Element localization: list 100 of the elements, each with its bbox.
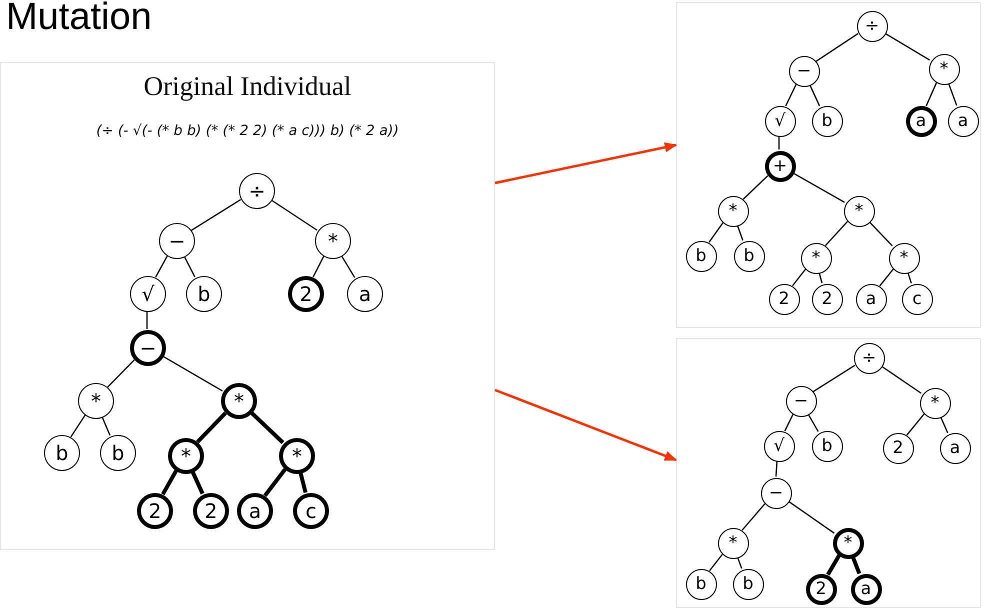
tree-node: * <box>221 383 257 419</box>
tree-branch <box>146 311 148 329</box>
tree-node: b <box>686 240 716 272</box>
tree-branch <box>880 365 922 394</box>
tree-node: ÷ <box>854 342 884 374</box>
tree-node: 2 <box>288 276 324 312</box>
tree-branch <box>792 268 806 286</box>
tree-branch <box>778 136 780 150</box>
tree-branch <box>161 470 178 496</box>
tree-branch <box>808 84 820 106</box>
tree-node: 2 <box>812 284 842 314</box>
tree-node: ÷ <box>856 10 888 42</box>
tree-node: 2 <box>882 432 914 464</box>
tree-node: a <box>856 284 886 314</box>
tree-node: b <box>100 435 136 471</box>
tree-branch <box>190 198 242 232</box>
tree-branch <box>787 500 835 534</box>
tree-node: * <box>832 528 864 558</box>
expression-text: (÷ (- √(- (* b b) (* (* 2 2) (* a c))) b) (* 2 a)) <box>96 123 399 139</box>
tree-branch <box>742 503 766 531</box>
panel-background <box>676 338 981 608</box>
tree-node: a <box>237 493 273 529</box>
tree-node: √ <box>130 276 166 312</box>
tree-branch <box>940 416 948 434</box>
panel-background <box>676 2 981 328</box>
tree-node: b <box>812 106 842 136</box>
tree-node: − <box>760 478 792 508</box>
tree-branch <box>263 468 287 497</box>
tree-branch <box>162 356 223 392</box>
tree-panel <box>0 62 495 550</box>
tree-node: 2 <box>806 574 836 604</box>
tree-branch <box>792 172 845 203</box>
tree-branch <box>312 256 324 278</box>
tree-branch <box>816 33 858 62</box>
tree-node: a <box>906 106 936 136</box>
tree-node: 2 <box>193 493 229 529</box>
tree-node: * <box>168 438 204 474</box>
tree-node: ÷ <box>239 173 275 209</box>
tree-branch <box>70 414 86 438</box>
tree-node: − <box>786 386 816 416</box>
tree-node: b <box>186 276 222 312</box>
tree-branch <box>196 412 227 444</box>
tree-node: * <box>78 383 114 419</box>
tree-node: c <box>293 493 329 529</box>
tree-branch <box>907 272 912 284</box>
tree-node: b <box>686 568 716 600</box>
tree-branch <box>948 82 958 106</box>
arrow <box>494 142 678 184</box>
tree-branch <box>784 414 794 432</box>
tree-branch <box>101 416 111 436</box>
tree-node: a <box>940 432 970 464</box>
tree-branch <box>742 175 768 200</box>
tree-node: * <box>279 438 315 474</box>
slide-title: Mutation <box>6 0 152 39</box>
tree-node: 2 <box>137 493 173 529</box>
tree-node: * <box>718 196 748 226</box>
tree-node: − <box>788 56 820 86</box>
tree-branch <box>868 220 893 246</box>
tree-branch <box>736 224 744 241</box>
tree-branch <box>807 413 819 432</box>
tree-branch <box>250 410 284 444</box>
tree-branch <box>906 414 925 436</box>
tree-branch <box>298 472 308 494</box>
tree-node: * <box>920 388 950 418</box>
tree-node: − <box>159 223 195 259</box>
tree-node: * <box>800 242 832 274</box>
tree-node: * <box>928 54 960 84</box>
tree-branch <box>107 359 135 388</box>
tree-node: * <box>844 196 874 226</box>
tree-node: b <box>732 568 764 600</box>
tree-branch <box>812 364 856 392</box>
tree-branch <box>340 255 356 278</box>
tree-branch <box>824 221 848 246</box>
tree-branch <box>736 556 742 569</box>
tree-branch <box>926 82 938 106</box>
tree-node: − <box>130 330 166 366</box>
tree-branch <box>709 554 723 572</box>
tree-node: 2 <box>768 284 800 314</box>
tree-node: a <box>850 574 882 604</box>
tree-branch <box>270 199 318 231</box>
tree-node: c <box>902 284 932 314</box>
tree-branch <box>155 255 168 278</box>
tree-branch <box>879 268 894 286</box>
tree-node: √ <box>764 106 796 136</box>
tree-branch <box>190 470 204 494</box>
tree-node: b <box>734 240 764 272</box>
tree-node: a <box>347 276 383 312</box>
panel-heading: Original Individual <box>144 71 352 102</box>
tree-branch <box>884 32 930 61</box>
tree-branch <box>850 556 862 574</box>
tree-node: √ <box>764 430 794 462</box>
tree-node: a <box>948 106 978 136</box>
tree-branch <box>785 84 797 106</box>
tree-node: * <box>315 223 351 259</box>
tree-branch <box>708 222 724 243</box>
tree-node: * <box>888 242 920 274</box>
tree-branch <box>826 554 841 576</box>
tree-node: + <box>764 150 796 182</box>
arrow <box>494 388 678 462</box>
tree-branch <box>184 256 196 278</box>
